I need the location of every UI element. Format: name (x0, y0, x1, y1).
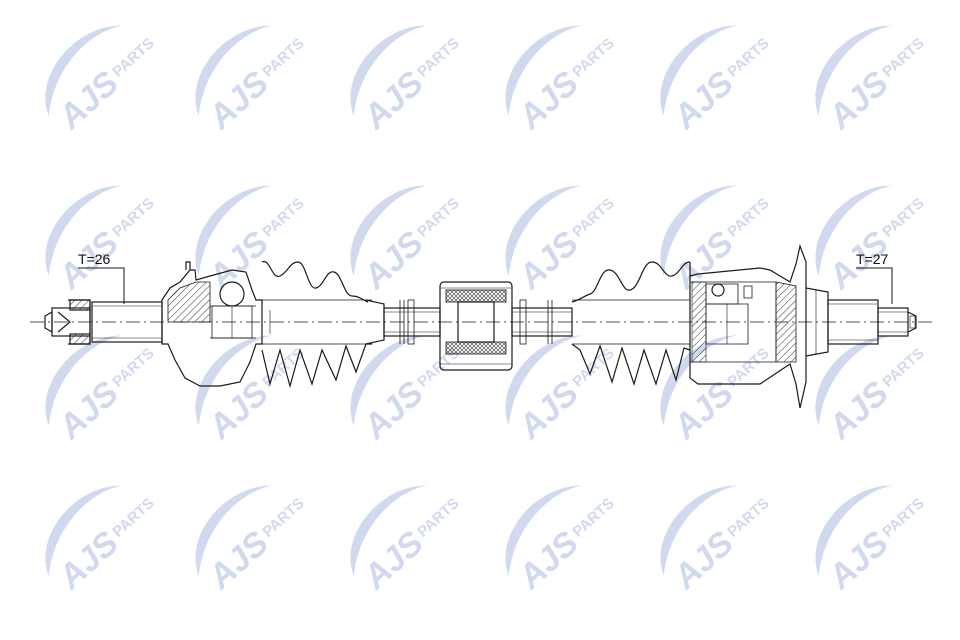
svg-text:PARTS: PARTS (724, 495, 772, 541)
svg-text:PARTS: PARTS (569, 495, 617, 541)
right-spline-stub (827, 299, 917, 345)
svg-text:PARTS: PARTS (724, 195, 772, 241)
svg-text:PARTS: PARTS (259, 495, 307, 541)
svg-text:PARTS: PARTS (109, 345, 157, 391)
svg-text:PARTS: PARTS (259, 195, 307, 241)
svg-text:PARTS: PARTS (879, 345, 927, 391)
svg-text:PARTS: PARTS (414, 35, 462, 81)
svg-text:PARTS: PARTS (879, 495, 927, 541)
left-leader-line (78, 267, 125, 304)
right-shaft-bar (511, 299, 573, 345)
drive-shaft (30, 243, 935, 409)
right-inner-joint (689, 243, 829, 409)
svg-text:PARTS: PARTS (414, 195, 462, 241)
left-spline-label: T=26 (78, 251, 111, 267)
svg-text:PARTS: PARTS (109, 495, 157, 541)
svg-text:PARTS: PARTS (259, 35, 307, 81)
right-boot (571, 261, 691, 387)
svg-text:PARTS: PARTS (414, 495, 462, 541)
svg-text:PARTS: PARTS (569, 195, 617, 241)
left-shaft-bar (383, 299, 441, 345)
right-leader-line (856, 267, 893, 304)
svg-text:PARTS: PARTS (879, 195, 927, 241)
right-spline-label: T=27 (856, 251, 889, 267)
svg-text:PARTS: PARTS (569, 35, 617, 81)
svg-text:PARTS: PARTS (569, 345, 617, 391)
svg-text:PARTS: PARTS (879, 35, 927, 81)
svg-text:PARTS: PARTS (109, 35, 157, 81)
svg-text:PARTS: PARTS (724, 35, 772, 81)
svg-text:PARTS: PARTS (109, 195, 157, 241)
